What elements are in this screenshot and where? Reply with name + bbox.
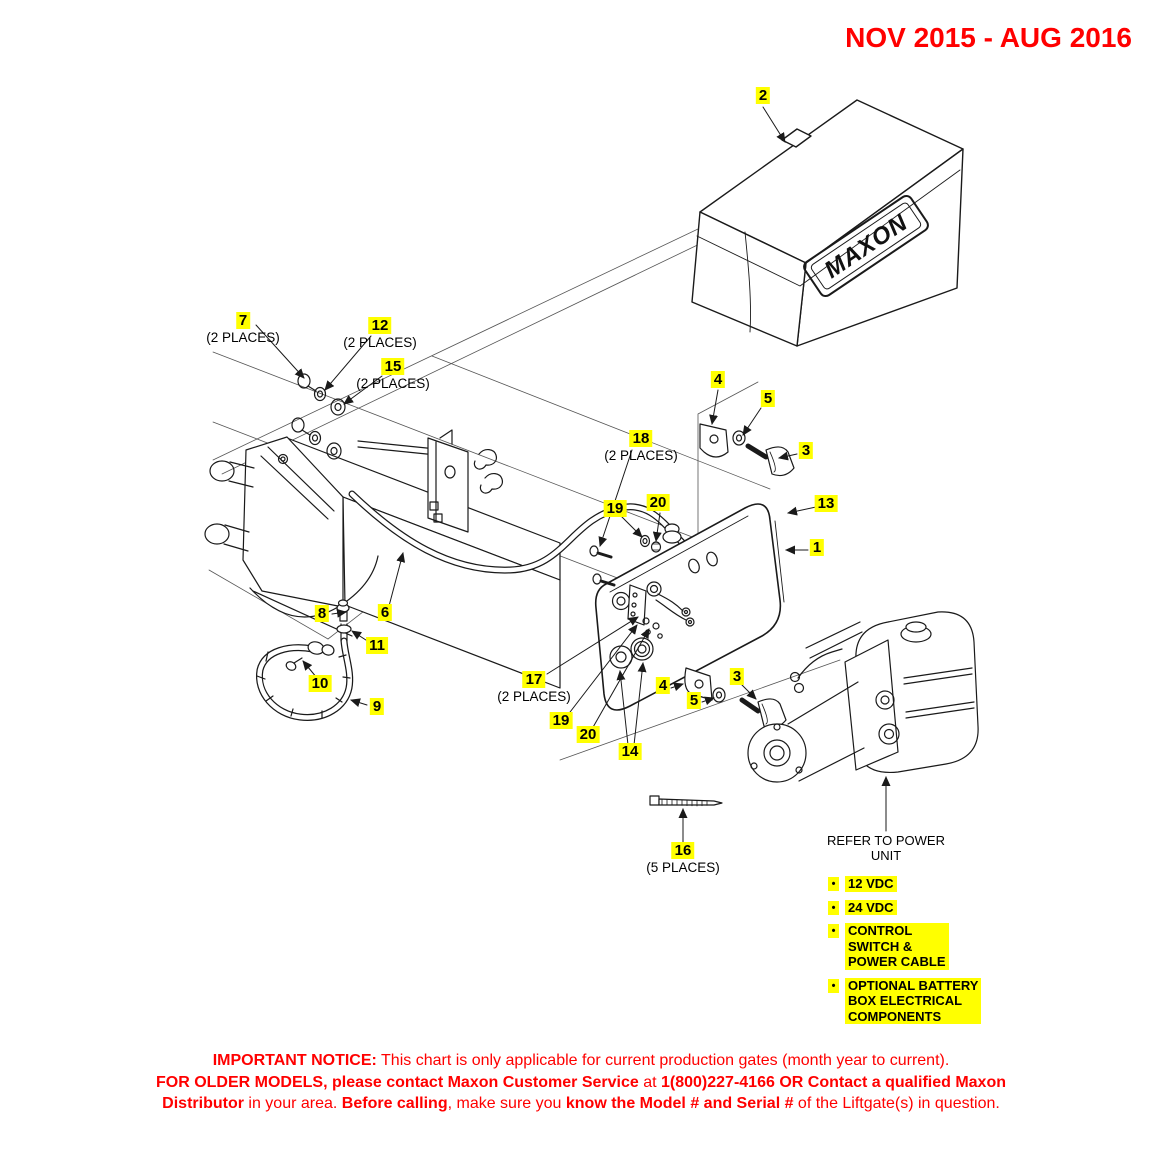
callout-1: 1 <box>809 539 825 556</box>
callout-number: 2 <box>755 87 771 104</box>
callout-3-upper: 3 <box>798 442 814 459</box>
callout-number: 4 <box>710 371 726 388</box>
callout-number: 5 <box>686 692 702 709</box>
callout-7: 7(2 PLACES) <box>206 312 280 346</box>
retainer-clips <box>473 449 504 494</box>
power-note-item-label: 12 VDC <box>845 876 897 892</box>
callout-number: 11 <box>366 637 388 654</box>
callout-5-upper: 5 <box>760 390 776 407</box>
callout-11: 11 <box>366 637 388 654</box>
panel-mounting-bolts <box>589 545 616 587</box>
callout-12: 12(2 PLACES) <box>343 317 417 351</box>
callout-number: 3 <box>798 442 814 459</box>
maxon-cover-box: MAXON <box>691 99 964 347</box>
callout-number: 20 <box>646 494 670 511</box>
bolt-hardware-sets <box>291 373 346 460</box>
callout-9: 9 <box>369 698 385 715</box>
callout-note: (2 PLACES) <box>206 330 280 345</box>
motor <box>747 621 865 783</box>
callout-number: 5 <box>760 390 776 407</box>
callout-19-lower: 19 <box>549 712 573 729</box>
hydraulic-hose <box>348 490 702 574</box>
mid-mount-bracket <box>357 429 469 533</box>
callout-number: 8 <box>314 605 330 622</box>
power-note-item-label: 24 VDC <box>845 899 897 915</box>
callout-20-upper: 20 <box>646 494 670 511</box>
callout-number: 12 <box>368 317 392 334</box>
battery-cable <box>256 599 354 721</box>
pump-block <box>844 639 900 771</box>
bullet-icon: • <box>828 900 839 915</box>
callout-5-lower: 5 <box>686 692 702 709</box>
bullet-icon: • <box>828 924 839 938</box>
notice-line: Distributor in your area. Before calling… <box>162 1095 1000 1112</box>
pump-cover-panel <box>594 503 785 711</box>
callout-note: (2 PLACES) <box>343 335 417 350</box>
callout-number: 16 <box>671 842 695 859</box>
callout-number: 4 <box>655 677 671 694</box>
callout-note: (2 PLACES) <box>497 689 571 704</box>
callout-number: 9 <box>369 698 385 715</box>
callout-2: 2 <box>755 87 771 104</box>
callout-15: 15(2 PLACES) <box>356 358 430 392</box>
callout-20-lower: 20 <box>576 726 600 743</box>
bullet-icon: • <box>828 978 839 993</box>
callout-number: 7 <box>235 312 251 329</box>
callout-number: 19 <box>603 500 627 517</box>
power-note-item: • 12 VDC <box>828 876 991 892</box>
callout-8: 8 <box>314 605 330 622</box>
callout-4-lower: 4 <box>655 677 671 694</box>
leader-lines <box>255 106 891 845</box>
callout-19-upper: 19 <box>603 500 627 517</box>
callout-note: (2 PLACES) <box>604 448 678 463</box>
power-note-item: • 24 VDC <box>828 899 991 915</box>
callout-number: 10 <box>308 675 332 692</box>
power-unit-note-title: REFER TO POWER UNIT <box>827 833 945 863</box>
page-title: NOV 2015 - AUG 2016 <box>845 22 1132 53</box>
callout-number: 15 <box>381 358 405 375</box>
bullet-icon: • <box>828 877 839 891</box>
callout-10: 10 <box>308 675 332 692</box>
power-unit <box>747 611 979 783</box>
callout-number: 1 <box>809 539 825 556</box>
callout-4-upper: 4 <box>710 371 726 388</box>
callout-number: 3 <box>729 668 745 685</box>
callout-note: (5 PLACES) <box>646 860 720 875</box>
callout-number: 20 <box>576 726 600 743</box>
callout-number: 17 <box>522 671 546 688</box>
callout-14: 14 <box>618 743 642 760</box>
notice: IMPORTANT NOTICE: This chart is only app… <box>0 1050 1162 1115</box>
callout-6: 6 <box>377 604 393 621</box>
bumper-bracket-lower <box>684 667 787 729</box>
callout-18: 18(2 PLACES) <box>604 430 678 464</box>
power-unit-note: REFER TO POWER UNIT • 12 VDC • 24 VDC • CONTR… <box>806 833 991 1032</box>
notice-line: IMPORTANT NOTICE: This chart is only app… <box>212 1052 950 1069</box>
callout-number: 6 <box>377 604 393 621</box>
callout-number: 14 <box>618 743 642 760</box>
callout-number: 13 <box>814 495 838 512</box>
callout-16: 16(5 PLACES) <box>646 842 720 876</box>
callout-note: (2 PLACES) <box>356 376 430 391</box>
cable-tie <box>649 795 723 807</box>
callout-13: 13 <box>814 495 838 512</box>
callout-17: 17(2 PLACES) <box>497 671 571 705</box>
callout-number: 19 <box>549 712 573 729</box>
callout-number: 18 <box>629 430 653 447</box>
notice-line: FOR OLDER MODELS, please contact Maxon C… <box>155 1073 1006 1091</box>
callout-3-lower: 3 <box>729 668 745 685</box>
